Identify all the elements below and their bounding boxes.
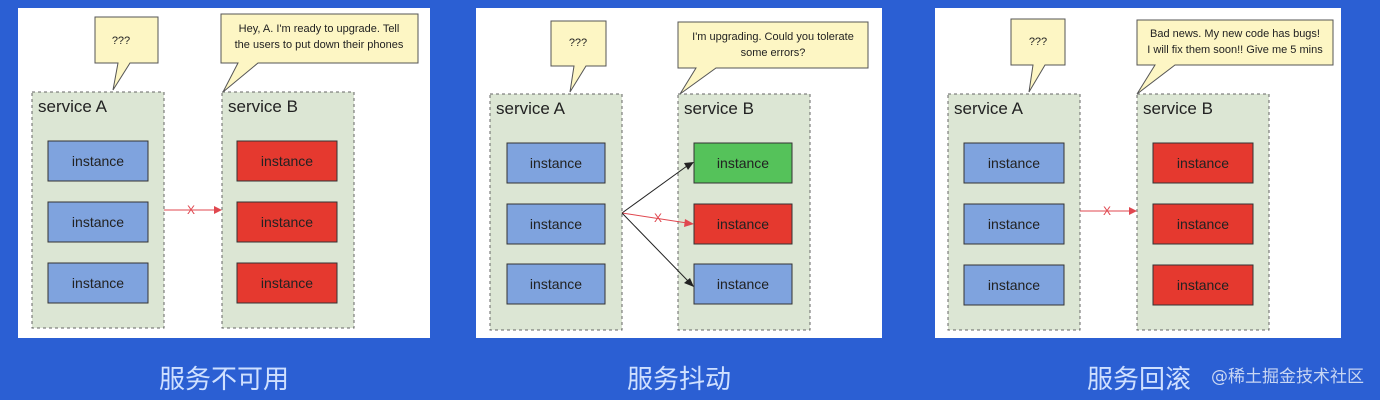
instance-label: instance — [1177, 216, 1229, 232]
blocked-arrow: X — [1080, 204, 1137, 218]
instance-label: instance — [988, 277, 1040, 293]
instance-label: instance — [988, 216, 1040, 232]
service-a-label: service A — [38, 97, 108, 116]
service-a-box: service A instance instance instance — [31, 91, 165, 329]
blocked-x-icon: X — [1103, 204, 1111, 218]
panel-service-jitter: ??? I'm upgrading. Could you tolerate so… — [476, 8, 882, 338]
diagram-canvas: ??? Hey, A. I'm ready to upgrade. Tell t… — [31, 13, 419, 329]
instance-label: instance — [72, 275, 124, 291]
instance-label: instance — [530, 276, 582, 292]
bubble-b-line-2: the users to put down their phones — [235, 39, 404, 51]
instance-label: instance — [717, 155, 769, 171]
speech-bubble-b: I'm upgrading. Could you tolerate some e… — [677, 21, 869, 95]
bubble-a-text: ??? — [569, 37, 587, 49]
service-a-label: service A — [954, 99, 1024, 118]
instance-label: instance — [261, 275, 313, 291]
caption-service-rollback: 服务回滚 — [1086, 365, 1191, 395]
bubble-a-text: ??? — [1029, 36, 1047, 48]
diagram-canvas: ??? Bad news. My new code has bugs! I wi… — [947, 18, 1334, 331]
instance-label: instance — [530, 216, 582, 232]
bubble-a-text: ??? — [112, 35, 130, 47]
service-b-label: service B — [228, 97, 298, 116]
bubble-b-line-2: some errors? — [741, 47, 806, 59]
panel-service-unavailable: ??? Hey, A. I'm ready to upgrade. Tell t… — [18, 8, 430, 338]
instance-label: instance — [72, 153, 124, 169]
instance-label: instance — [988, 155, 1040, 171]
speech-bubble-b: Hey, A. I'm ready to upgrade. Tell the u… — [220, 13, 419, 93]
bubble-b-line-1: Hey, A. I'm ready to upgrade. Tell — [239, 23, 400, 35]
bubble-b-line-1: Bad news. My new code has bugs! — [1150, 28, 1320, 40]
blocked-x-icon: X — [187, 203, 195, 217]
caption-service-jitter: 服务抖动 — [626, 365, 731, 395]
instance-label: instance — [717, 216, 769, 232]
blocked-x-icon: X — [654, 211, 662, 225]
arrow-to-green — [621, 162, 694, 214]
arrow-to-blue — [621, 212, 694, 287]
instance-label: instance — [1177, 155, 1229, 171]
watermark: @稀土掘金技术社区 — [1211, 367, 1364, 387]
service-b-box: service B instance instance instance — [677, 93, 811, 331]
instance-label: instance — [530, 155, 582, 171]
service-b-box: service B instance instance instance — [221, 91, 355, 329]
speech-bubble-a: ??? — [550, 20, 607, 93]
service-b-box: service B instance instance instance — [1136, 93, 1270, 331]
speech-bubble-a: ??? — [94, 16, 159, 91]
service-a-label: service A — [496, 99, 566, 118]
service-b-label: service B — [1143, 99, 1213, 118]
instance-label: instance — [261, 214, 313, 230]
panel-service-rollback: ??? Bad news. My new code has bugs! I wi… — [935, 8, 1341, 338]
instance-label: instance — [261, 153, 313, 169]
service-b-label: service B — [684, 99, 754, 118]
caption-service-unavailable: 服务不可用 — [158, 365, 289, 395]
bubble-b-line-1: I'm upgrading. Could you tolerate — [692, 31, 854, 43]
diagram-canvas: ??? I'm upgrading. Could you tolerate so… — [489, 20, 869, 331]
service-a-box: service A instance instance instance — [489, 93, 623, 331]
blocked-arrow: X — [621, 211, 694, 227]
instance-label: instance — [717, 276, 769, 292]
speech-bubble-a: ??? — [1010, 18, 1066, 93]
instance-label: instance — [1177, 277, 1229, 293]
instance-label: instance — [72, 214, 124, 230]
blocked-arrow: X — [164, 203, 222, 217]
service-a-box: service A instance instance instance — [947, 93, 1081, 331]
speech-bubble-b: Bad news. My new code has bugs! I will f… — [1136, 19, 1334, 95]
bubble-b-line-2: I will fix them soon!! Give me 5 mins — [1147, 44, 1323, 56]
